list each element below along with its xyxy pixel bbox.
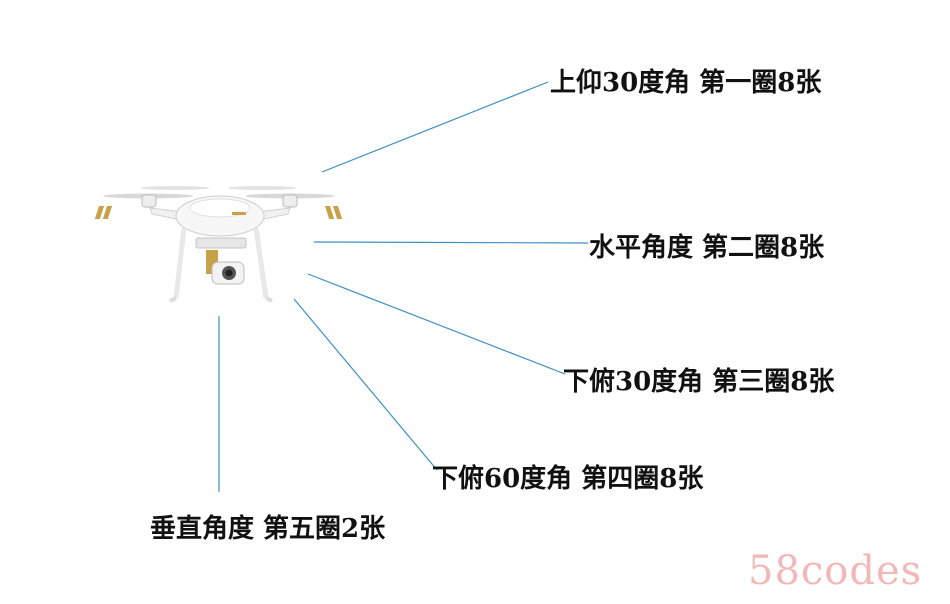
connector-line-4 bbox=[293, 298, 438, 471]
watermark: 58codes bbox=[748, 548, 923, 594]
label-fifth-circle: 垂直角度 第五圈2张 bbox=[150, 514, 386, 544]
label-fourth-circle: 下俯60度角 第四圈8张 bbox=[432, 464, 704, 494]
connector-line-2 bbox=[313, 241, 589, 244]
connector-line-1 bbox=[321, 81, 549, 173]
label-third-circle: 下俯30度角 第三圈8张 bbox=[563, 367, 835, 397]
label-first-circle: 上仰30度角 第一圈8张 bbox=[550, 68, 822, 98]
label-second-circle: 水平角度 第二圈8张 bbox=[589, 233, 825, 263]
connector-line-3 bbox=[307, 273, 566, 375]
quadcopter-drone-icon bbox=[94, 186, 343, 303]
